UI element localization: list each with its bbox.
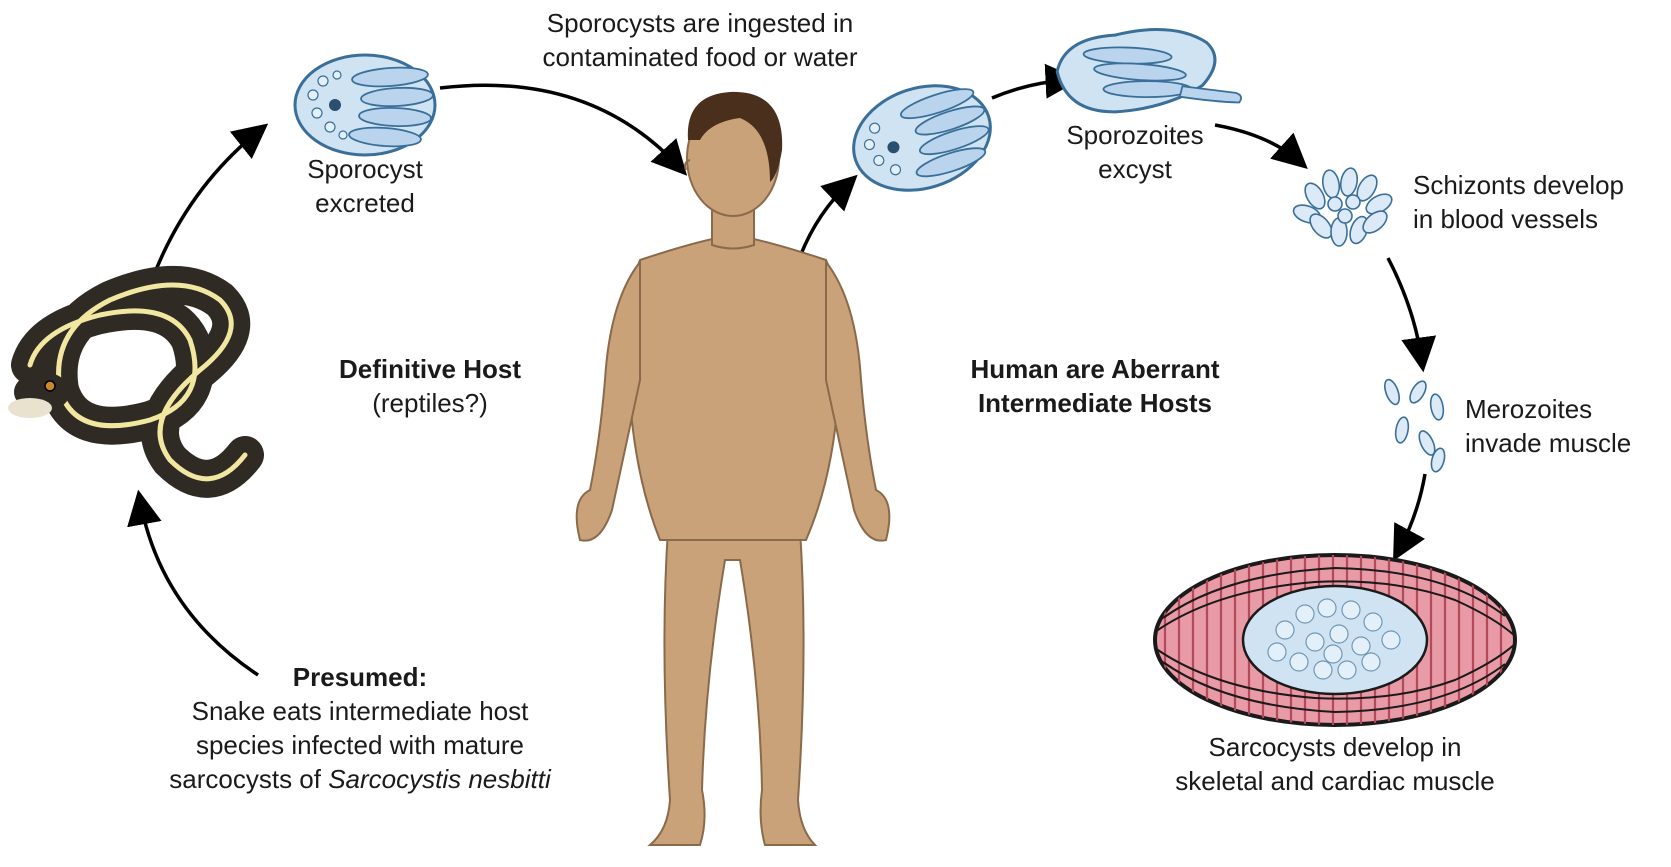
ingested-line2: contaminated food or water <box>485 40 915 74</box>
arrow-excyst-to-schizonts <box>1215 125 1300 162</box>
presumed-line1: Snake eats intermediate host <box>150 694 570 728</box>
schizonts-icon <box>1291 167 1395 246</box>
aberrant-host-label: Human are Aberrant Intermediate Hosts <box>935 352 1255 420</box>
merozoites-line1: Merozoites <box>1465 392 1631 426</box>
excysting-sporozoites-icon <box>1053 18 1242 127</box>
presumed-line3: sarcocysts of Sarcocystis nesbitti <box>150 762 570 796</box>
sporozoites-line1: Sporozoites <box>1045 118 1225 152</box>
presumed-line2: species infected with mature <box>150 728 570 762</box>
sarcocysts-label: Sarcocysts develop in skeletal and cardi… <box>1125 730 1545 798</box>
definitive-host-subtitle: (reptiles?) <box>300 386 560 420</box>
sporocyst-line2: excreted <box>275 186 455 220</box>
arrow-oocyst-to-excyst <box>992 80 1070 98</box>
species-name: Sarcocystis nesbitti <box>328 764 551 794</box>
sporozoites-line2: excyst <box>1045 152 1225 186</box>
arrow-snake-to-sporocyst <box>150 130 260 285</box>
merozoites-icon <box>1382 378 1447 473</box>
sporozoites-excyst-label: Sporozoites excyst <box>1045 118 1225 186</box>
definitive-host-title: Definitive Host <box>300 352 560 386</box>
snake-illustration <box>8 285 245 479</box>
presumed-line3-plain: sarcocysts of <box>169 764 328 794</box>
aberrant-line1: Human are Aberrant <box>935 352 1255 386</box>
aberrant-line2: Intermediate Hosts <box>935 386 1255 420</box>
sporocyst-excreted-icon <box>295 55 435 155</box>
ingested-sporocyst-icon <box>840 69 1004 207</box>
ingested-label: Sporocysts are ingested in contaminated … <box>485 6 915 74</box>
ingested-line1: Sporocysts are ingested in <box>485 6 915 40</box>
human-figure <box>577 92 890 845</box>
arrow-schizonts-to-merozoites <box>1388 258 1422 362</box>
arrow-sporocyst-to-human <box>440 85 680 168</box>
sporocyst-excreted-label: Sporocyst excreted <box>275 152 455 220</box>
muscle-sarcocyst-icon <box>1155 550 1515 730</box>
arrow-human-to-oocyst <box>798 182 850 262</box>
presumed-label: Presumed: Snake eats intermediate host s… <box>150 660 570 796</box>
sarcocysts-line1: Sarcocysts develop in <box>1125 730 1545 764</box>
sarcocysts-line2: skeletal and cardiac muscle <box>1125 764 1545 798</box>
arrow-presumed-to-snake <box>140 500 258 675</box>
definitive-host-label: Definitive Host (reptiles?) <box>300 352 560 420</box>
merozoites-label: Merozoites invade muscle <box>1465 392 1631 460</box>
schizonts-line2: in blood vessels <box>1413 202 1624 236</box>
arrow-merozoites-to-sarcocyst <box>1398 474 1425 552</box>
presumed-title: Presumed: <box>150 660 570 694</box>
schizonts-label: Schizonts develop in blood vessels <box>1413 168 1624 236</box>
schizonts-line1: Schizonts develop <box>1413 168 1624 202</box>
merozoites-line2: invade muscle <box>1465 426 1631 460</box>
sporocyst-line1: Sporocyst <box>275 152 455 186</box>
